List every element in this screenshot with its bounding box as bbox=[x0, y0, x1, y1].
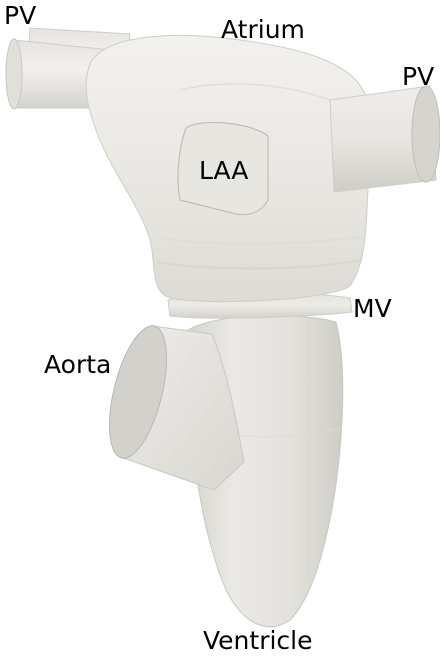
laa-label: LAA bbox=[199, 158, 248, 183]
ventricle-label: Ventricle bbox=[203, 628, 313, 653]
pv-left-label: PV bbox=[4, 3, 36, 28]
pv-right-label: PV bbox=[402, 64, 434, 89]
mv-label: MV bbox=[353, 296, 392, 321]
pulmonary-vein-right bbox=[330, 86, 440, 192]
aorta-label: Aorta bbox=[44, 352, 111, 377]
atrium-label: Atrium bbox=[221, 17, 305, 42]
